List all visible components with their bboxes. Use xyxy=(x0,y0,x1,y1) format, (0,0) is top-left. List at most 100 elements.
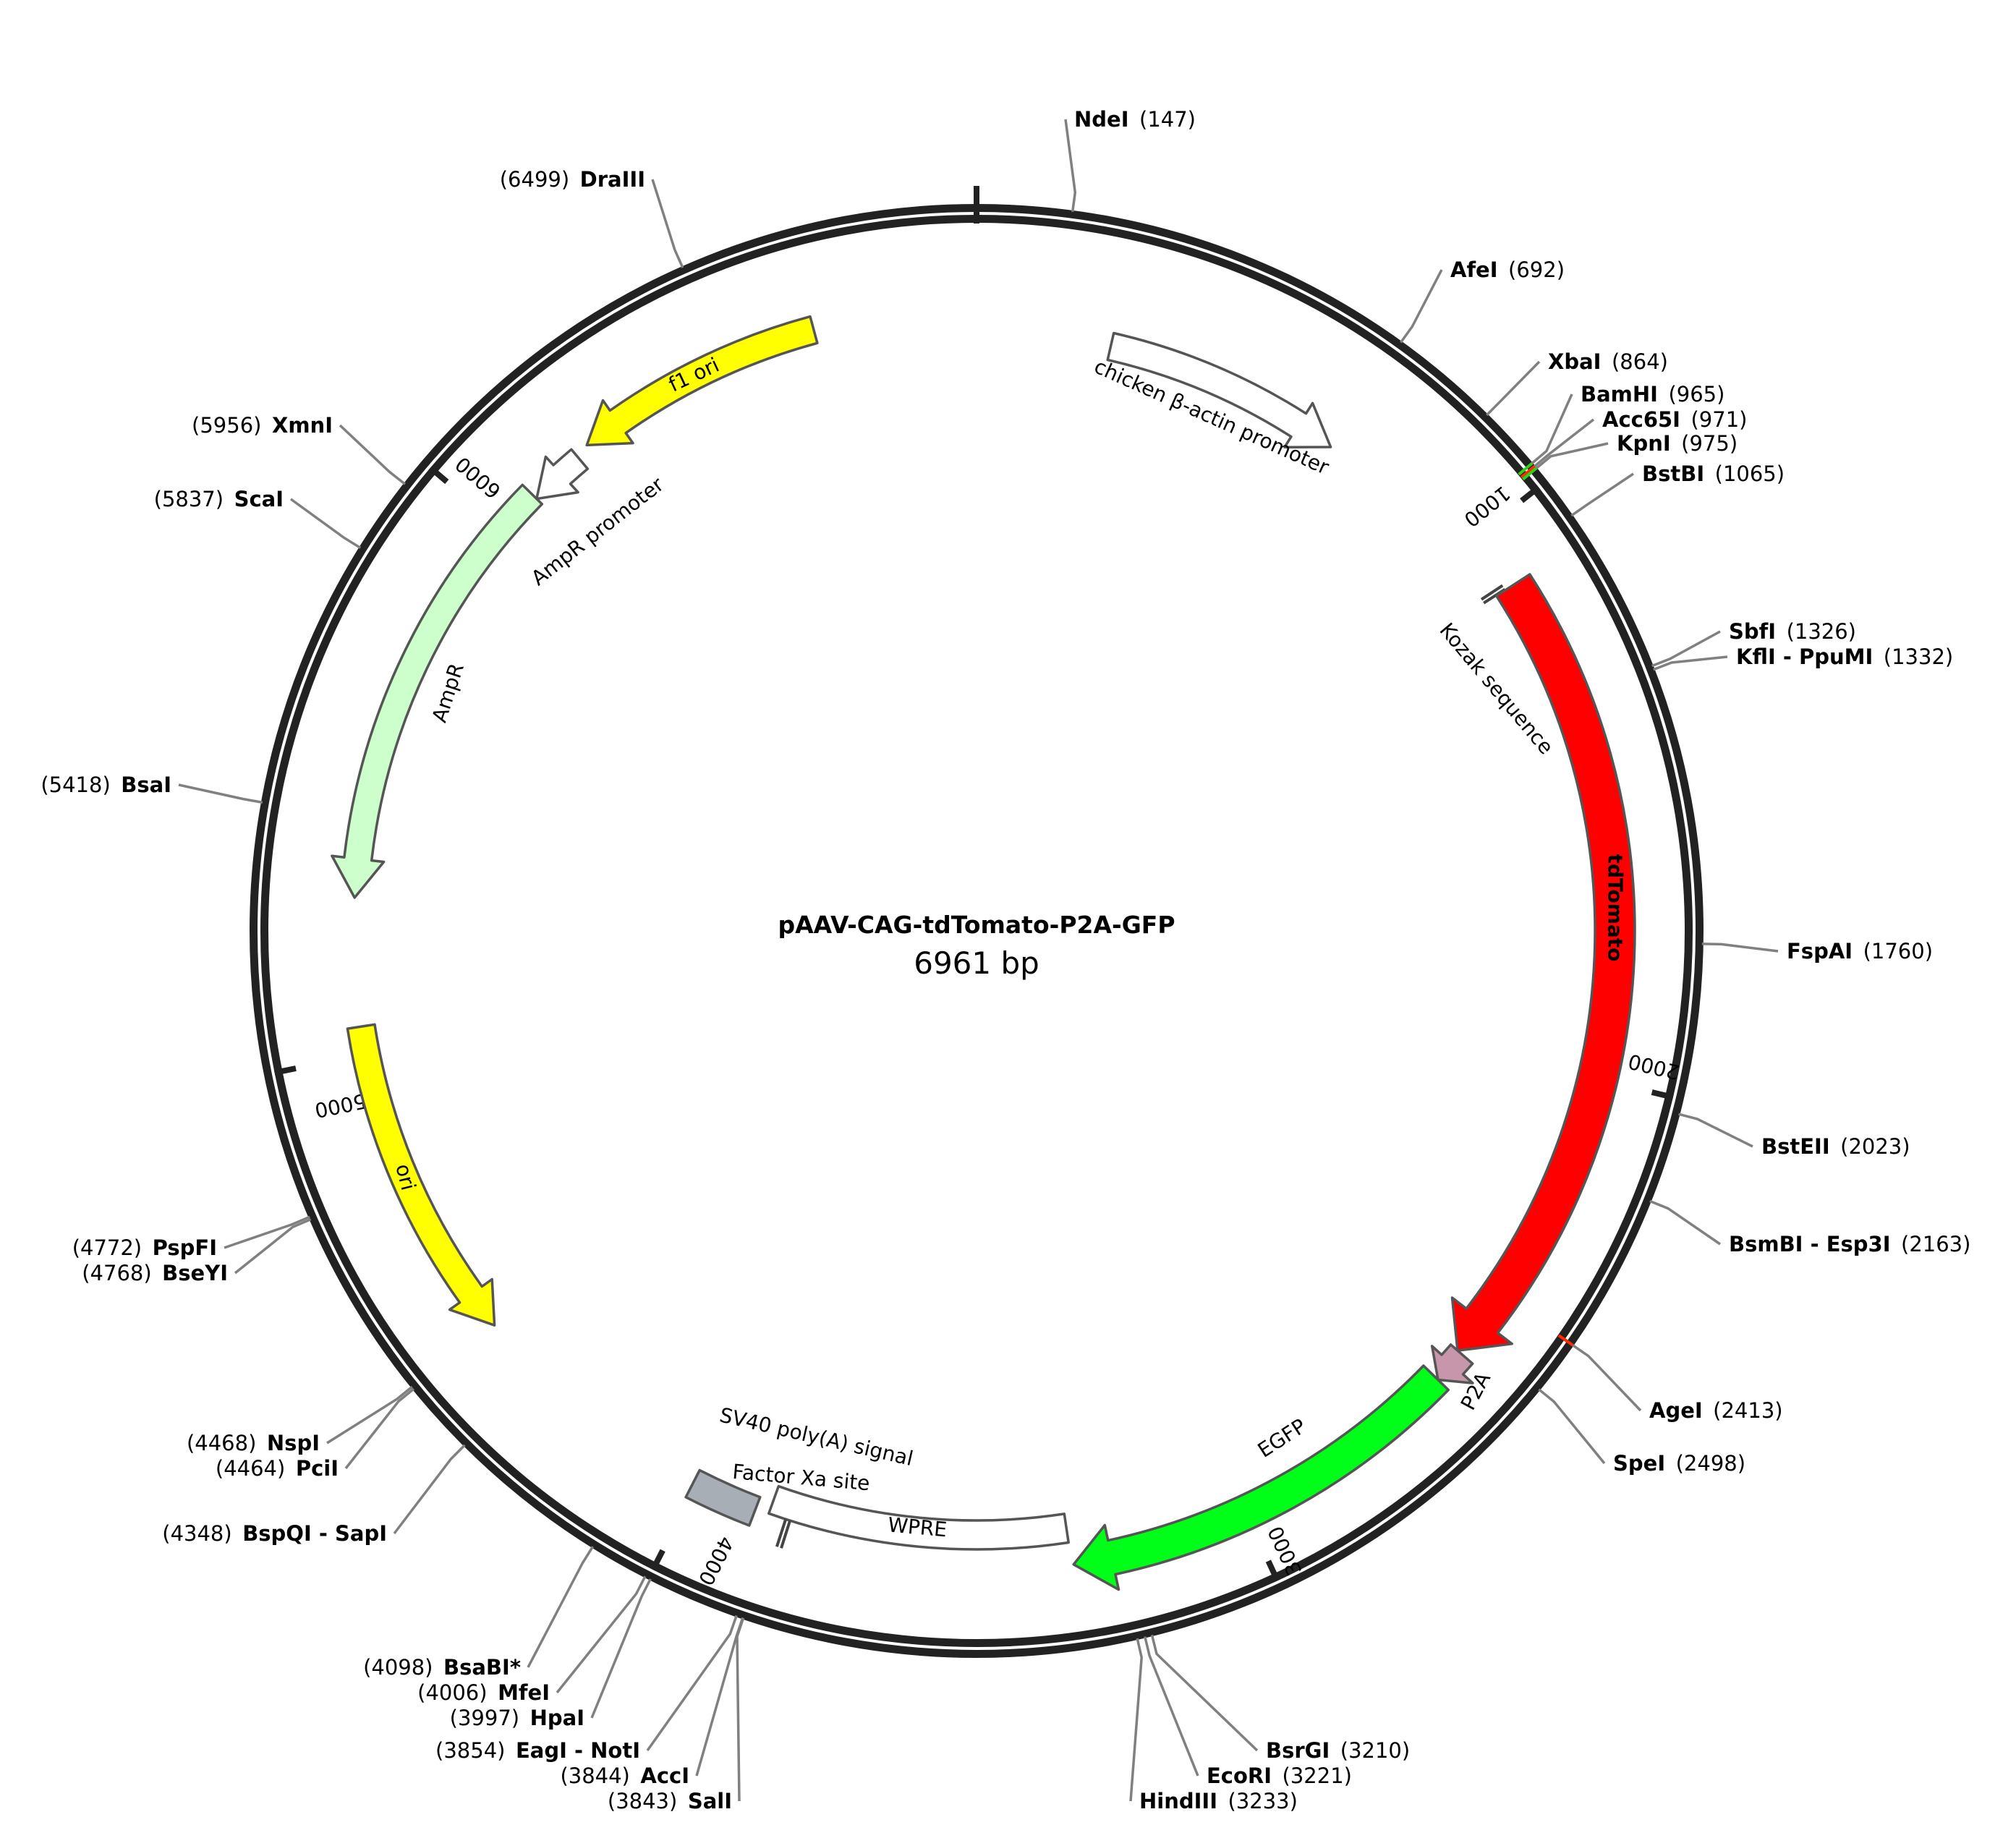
site-leader xyxy=(1144,1636,1199,1777)
site-position: (2163) xyxy=(1901,1232,1970,1256)
site-position: (4768) xyxy=(82,1261,151,1285)
site-cut-mark xyxy=(1557,1334,1574,1347)
restriction-sites: NdeI (147)AfeI (692)XbaI (864)BamHI (965… xyxy=(41,107,1970,1813)
site-spacer xyxy=(677,1789,688,1813)
site-name: BsmBI - Esp3I xyxy=(1729,1232,1891,1256)
site-position: (3210) xyxy=(1340,1738,1410,1763)
site-leader xyxy=(1064,119,1077,213)
site-spacer xyxy=(256,1431,267,1455)
f1ori-arrow xyxy=(585,315,819,447)
site-leader xyxy=(1129,1638,1143,1802)
site-position: (5418) xyxy=(41,773,110,797)
site-cut-mark xyxy=(1520,465,1536,479)
site-spacer xyxy=(232,1521,243,1546)
site-name: HindIII xyxy=(1139,1789,1217,1813)
site-agei: AgeI (2413) xyxy=(1557,1334,1783,1423)
feature-egfp: EGFP xyxy=(1072,1364,1450,1591)
site-name: AccI xyxy=(640,1763,689,1788)
site-name: XbaI xyxy=(1548,349,1601,374)
site-name: FspAI xyxy=(1787,939,1853,963)
site-label: BstBI (1065) xyxy=(1642,461,1785,486)
site-name: BamHI xyxy=(1581,382,1658,407)
site-scai: (5837) ScaI xyxy=(154,487,362,549)
site-spei: SpeI (2498) xyxy=(1538,1388,1745,1476)
site-position: (2023) xyxy=(1840,1134,1910,1159)
site-spacer xyxy=(1680,407,1691,432)
kozak-mark xyxy=(1480,584,1504,601)
tick-mark-3000 xyxy=(1265,1560,1280,1582)
site-bsai: (5418) BsaI xyxy=(41,773,263,804)
site-leader xyxy=(1486,360,1541,417)
site-eagi-noti: (3854) EagI - NotI xyxy=(435,1614,738,1763)
site-label: BsrGI (3210) xyxy=(1266,1738,1410,1763)
site-name: DraIII xyxy=(580,167,645,192)
site-bsrgi: BsrGI (3210) xyxy=(1150,1634,1410,1763)
site-label: (5418) BsaI xyxy=(41,773,171,797)
site-name: BspQI - SapI xyxy=(242,1521,387,1546)
site-spacer xyxy=(111,773,122,797)
site-acci: (3844) AccI xyxy=(560,1617,744,1788)
site-label: SbfI (1326) xyxy=(1729,619,1856,644)
tick-label-2000: 2000 xyxy=(1626,1049,1682,1084)
site-leader xyxy=(556,1575,647,1694)
site-leader xyxy=(178,783,263,804)
site-spacer xyxy=(1853,939,1863,963)
site-label: (3854) EagI - NotI xyxy=(435,1738,640,1763)
site-position: (4772) xyxy=(72,1235,142,1260)
site-name: BstBI xyxy=(1642,461,1704,486)
site-leader xyxy=(326,1385,413,1445)
site-name: XmnI xyxy=(272,413,333,438)
site-position: (5956) xyxy=(192,413,261,438)
site-label: (4768) BseYI xyxy=(82,1261,228,1285)
site-label: (6499) DraIII xyxy=(500,167,645,192)
site-name: HpaI xyxy=(530,1706,584,1730)
site-label: BstEII (2023) xyxy=(1761,1134,1910,1159)
site-spacer xyxy=(224,487,234,511)
site-position: (5837) xyxy=(154,487,224,511)
site-label: (5837) ScaI xyxy=(154,487,284,511)
site-spacer xyxy=(433,1655,444,1680)
site-spacer xyxy=(488,1680,498,1705)
site-spacer xyxy=(261,413,272,438)
site-bstbi: BstBI (1065) xyxy=(1570,461,1785,517)
site-position: (3844) xyxy=(560,1763,629,1788)
sv40pa-arrow xyxy=(684,1468,762,1527)
site-sali: (3843) SalI xyxy=(608,1617,745,1813)
site-leader xyxy=(289,498,362,549)
site-name: KpnI xyxy=(1617,431,1671,456)
site-spacer xyxy=(152,1261,163,1285)
site-label: (4348) BspQI - SapI xyxy=(162,1521,387,1546)
site-hpai: (3997) HpaI xyxy=(450,1578,652,1730)
site-label: AfeI (692) xyxy=(1450,258,1565,282)
site-leader xyxy=(1651,630,1721,668)
feature-p2a: P2A xyxy=(1430,1343,1495,1414)
site-cut-mark xyxy=(1522,467,1538,481)
site-spacer xyxy=(1217,1789,1228,1813)
site-name: Acc65I xyxy=(1602,407,1680,432)
site-spacer xyxy=(1665,1451,1676,1476)
site-cut-mark xyxy=(1518,461,1534,476)
site-name: AfeI xyxy=(1450,258,1498,282)
site-fspai: FspAI (1760) xyxy=(1701,939,1933,963)
site-name: BstEII xyxy=(1761,1134,1830,1159)
site-position: (6499) xyxy=(500,167,569,192)
site-name: PciI xyxy=(296,1456,339,1481)
site-xbai: XbaI (864) xyxy=(1486,349,1668,417)
factorxa-mark xyxy=(775,1518,788,1547)
site-spacer xyxy=(1129,107,1140,132)
site-spacer xyxy=(1272,1763,1283,1788)
feature-cba: chicken β-actin promoter xyxy=(1091,331,1333,480)
site-spacer xyxy=(1498,258,1509,282)
ori-arrow xyxy=(346,1023,496,1327)
tick-mark-6000 xyxy=(428,465,449,485)
tick-label-5000: 5000 xyxy=(312,1089,367,1122)
feature-f1ori: f1 ori xyxy=(585,315,819,447)
site-acc65i: Acc65I (971) xyxy=(1520,407,1747,479)
feature-wpre: WPRE xyxy=(767,1484,1070,1551)
site-spacer xyxy=(519,1706,530,1730)
site-position: (3843) xyxy=(608,1789,677,1813)
site-label: KpnI (975) xyxy=(1617,431,1738,456)
site-position: (3221) xyxy=(1283,1763,1352,1788)
tick-mark-1000 xyxy=(1520,485,1541,503)
egfp-label: EGFP xyxy=(1254,1414,1311,1463)
